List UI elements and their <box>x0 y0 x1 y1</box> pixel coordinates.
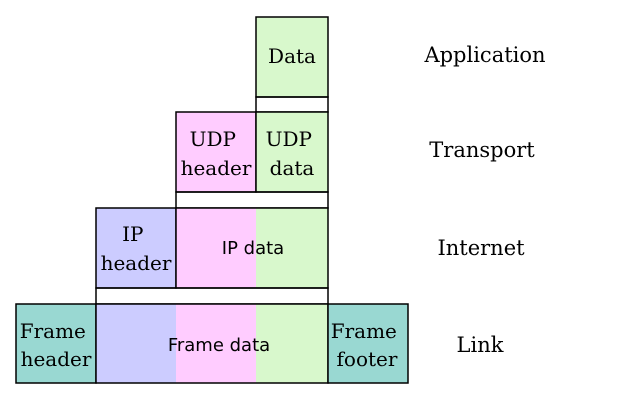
ip-data-pink-segment <box>176 208 256 288</box>
udp-data-box <box>255 111 329 193</box>
frame-footer-box <box>327 303 409 384</box>
udp-data-label: UDP data <box>266 127 319 180</box>
application-data-label: Data <box>268 44 316 68</box>
ip-data-green-segment <box>256 208 328 288</box>
link-row: Frame header Frame data Frame footer <box>15 303 409 384</box>
connector-transport-internet <box>175 191 329 209</box>
layer-labels: Application Transport Internet Link <box>423 43 545 357</box>
udp-header-box <box>175 111 257 193</box>
frame-header-box <box>15 303 97 384</box>
frame-footer-label: Frame footer <box>331 319 404 371</box>
ip-data-label: IP data <box>222 238 284 259</box>
layer-label-internet: Internet <box>437 236 525 260</box>
frame-header-label: Frame header <box>20 319 93 371</box>
transport-row: UDP header UDP data <box>175 111 329 193</box>
frame-data-pink-segment <box>176 304 256 383</box>
layer-label-application: Application <box>423 43 545 67</box>
frame-data-blue-segment <box>96 304 176 383</box>
connector-internet-link <box>95 287 329 305</box>
internet-row: IP header IP data <box>95 207 329 289</box>
frame-data-green-segment <box>256 304 328 383</box>
layer-label-transport: Transport <box>429 138 535 162</box>
frame-data-label: Frame data <box>168 335 270 356</box>
application-row: Data <box>255 16 329 98</box>
application-data-box <box>255 16 329 98</box>
ip-header-label: IP header <box>101 222 172 275</box>
layer-label-link: Link <box>457 333 504 357</box>
connector-application-transport <box>255 96 329 113</box>
udp-header-label: UDP header <box>181 127 252 180</box>
ip-header-box <box>95 207 177 289</box>
